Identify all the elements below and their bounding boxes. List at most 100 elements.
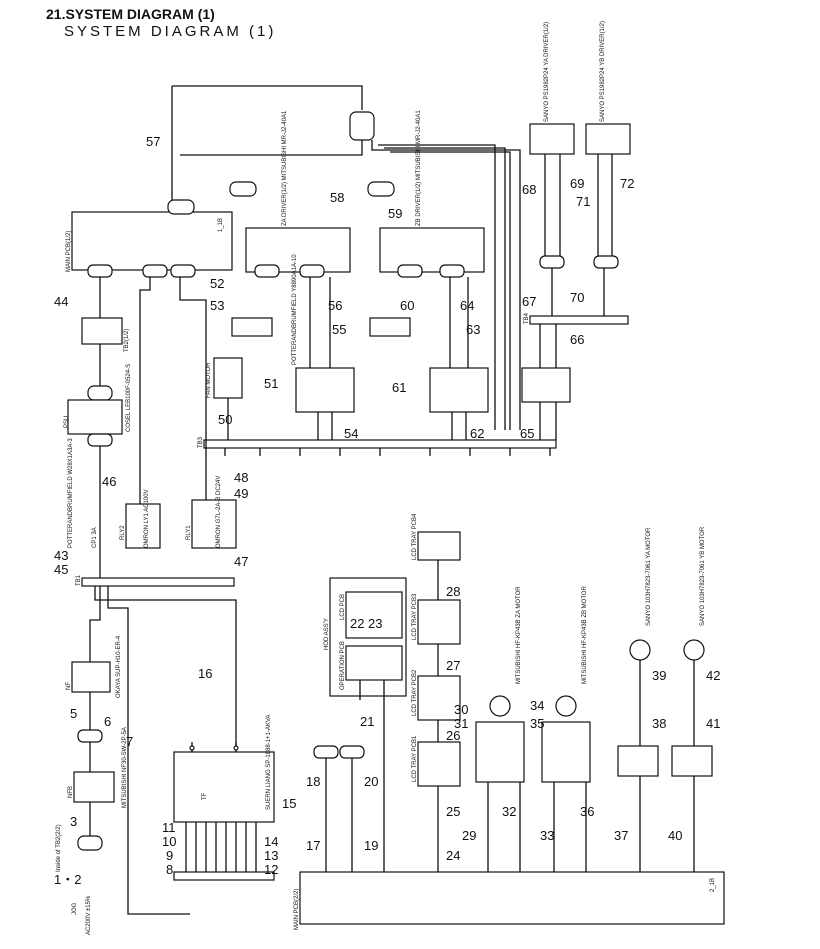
callout-63: 63	[466, 322, 480, 337]
za-driver-label: ZA DRIVER(1/2) MITSUBISHI MR-J2-40A1	[282, 110, 288, 226]
tb4-label: TB4	[524, 312, 530, 324]
wire-tf-taps	[185, 822, 257, 872]
hod-assy-label: HOD ASS'Y	[324, 618, 330, 650]
lcd-pcb-box	[345, 591, 403, 639]
wire-tf-top	[191, 742, 237, 752]
omron2-label: OMRON LY1 AC100V	[144, 489, 150, 548]
main-pcb-1-tag: 1_1B	[218, 218, 224, 232]
tb2-label: TB2(1/2)	[124, 329, 130, 352]
psu-connector	[87, 385, 113, 401]
callout-7: 7	[126, 734, 133, 749]
nf-label: NF	[66, 682, 72, 690]
zb-cnp1	[439, 264, 465, 278]
operation-pcb-label: OPERATION PCB	[340, 641, 346, 690]
zb-resistor	[369, 317, 411, 337]
callout-68: 68	[522, 182, 536, 197]
callout-23: 23	[368, 616, 382, 631]
callout-64: 64	[460, 298, 474, 313]
yb-motor-symbol	[683, 639, 705, 661]
callout-55: 55	[332, 322, 346, 337]
if-2	[339, 745, 365, 759]
jog-label: JOG	[72, 902, 78, 915]
rly2-box	[125, 503, 161, 549]
callout-53: 53	[210, 298, 224, 313]
callout-30: 30	[454, 702, 468, 717]
fan-motor-box	[213, 357, 243, 399]
wire-ya	[544, 154, 561, 256]
wire-ya-down	[551, 268, 605, 318]
callout-62: 62	[470, 426, 484, 441]
rly1-box	[191, 499, 237, 549]
zb-fuse-box	[429, 367, 489, 413]
wire-bus-right2	[378, 144, 496, 430]
lcd-tray-pcb4	[417, 531, 461, 561]
za-resistor	[231, 317, 273, 337]
suernliang-label: SUERN LIANG SP-1888-1+1-AKVA	[266, 715, 272, 810]
tb3-bar	[203, 439, 557, 449]
cn086-connector	[229, 181, 257, 197]
yb-cnp3	[671, 745, 713, 777]
callout-numbers: 57 58 59 52 53 56 55 60 64 63 68 69 72 7…	[54, 134, 720, 887]
callout-14: 14	[264, 834, 278, 849]
wire-yb	[597, 154, 613, 256]
callout-31: 31	[454, 716, 468, 731]
tb1-label: TB1	[76, 574, 82, 586]
za-motor-label: MITSUBISHI HF-KP43B ZA MOTOR	[516, 586, 522, 684]
cn014-connector	[167, 199, 195, 215]
psu-box	[67, 399, 123, 435]
callout-25: 25	[446, 804, 460, 819]
wire-lcd	[359, 680, 385, 872]
nf-box	[71, 661, 111, 693]
callout-22: 22	[350, 616, 364, 631]
cn087-connector	[349, 111, 375, 141]
callout-20: 20	[364, 774, 378, 789]
pow-connector	[77, 835, 103, 851]
cn007-connector	[87, 264, 113, 278]
main-pcb-2-tag: 2_1B	[710, 878, 716, 892]
page-title: 21.SYSTEM DIAGRAM (1)	[46, 6, 215, 22]
wire-tb1-b	[107, 586, 190, 915]
callout-21: 21	[360, 714, 374, 729]
callout-3: 3	[70, 814, 77, 829]
zb-cnp2	[397, 264, 423, 278]
callout-69: 69	[570, 176, 584, 191]
cp1-label: CP1 3A	[92, 527, 98, 548]
tb1-bar	[81, 577, 235, 587]
tf-label: TF	[202, 792, 208, 800]
zb-motor-box	[541, 721, 591, 783]
yb-driver-box	[585, 123, 631, 155]
callout-34: 34	[530, 698, 544, 713]
callout-54: 54	[344, 426, 358, 441]
rly2-label: RLY2	[120, 525, 126, 540]
callout-24: 24	[446, 848, 460, 863]
za-cnp2	[254, 264, 280, 278]
wire-if-left	[325, 756, 353, 872]
wire-zab	[487, 782, 587, 872]
callout-59: 59	[388, 206, 402, 221]
callout-60: 60	[400, 298, 414, 313]
zb-driver-label: ZB DRIVER(1/2) MITSUBISHI MR-J2-40A1	[416, 110, 422, 226]
tb4-bar	[529, 315, 629, 325]
callout-10: 10	[162, 834, 176, 849]
zb-motor-label: MITSUBISHI HF-KP43B ZB MOTOR	[582, 585, 588, 684]
tb2-block	[81, 317, 123, 345]
wire-yab	[639, 660, 695, 872]
cn010-connector	[142, 264, 168, 278]
callout-13: 13	[264, 848, 278, 863]
za-motor-box	[475, 721, 525, 783]
callout-5: 5	[70, 706, 77, 721]
callout-44: 44	[54, 294, 68, 309]
callout-70: 70	[570, 290, 584, 305]
rly1-label: RLY1	[186, 525, 192, 540]
callout-67: 67	[522, 294, 536, 309]
lcd-pcb-label: LCD PCB	[340, 594, 346, 620]
callout-15: 15	[282, 796, 296, 811]
tf-terminal-0	[233, 745, 239, 751]
callout-38: 38	[652, 716, 666, 731]
power-input-label: AC200V ±15%	[86, 895, 92, 935]
omron1-label: OMRON G7L-2A-B DC24V	[216, 476, 222, 548]
callout-56: 56	[328, 298, 342, 313]
lcd-tray-pcb1	[417, 741, 461, 787]
fan-motor-label: FAN MOTOR	[206, 362, 212, 398]
lcd-tray-pcb2	[417, 675, 461, 721]
